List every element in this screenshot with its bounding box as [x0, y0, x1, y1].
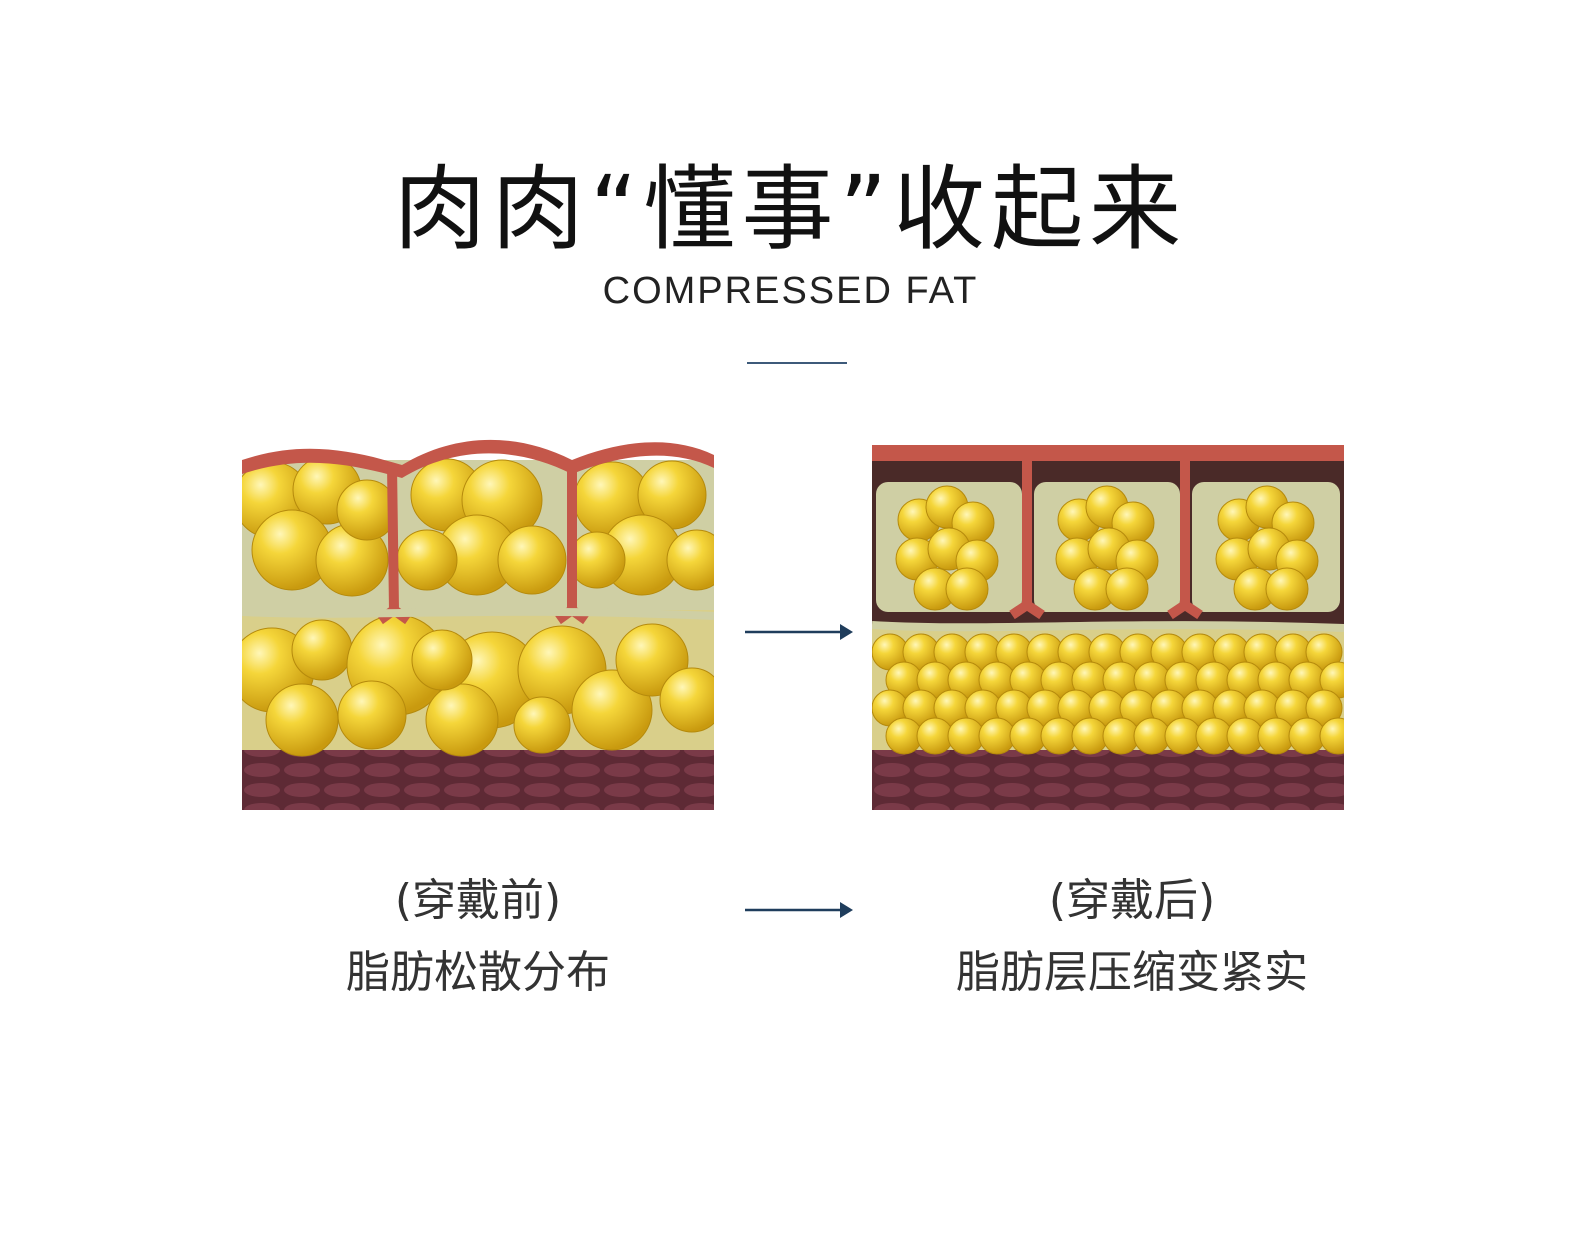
arrow-right-icon [745, 902, 853, 918]
title-divider [747, 362, 847, 364]
before-caption: (穿戴前) 脂肪松散分布 [218, 865, 738, 1009]
after-tag: (穿戴后) [1048, 875, 1216, 926]
arrow-right-icon [745, 624, 853, 640]
page-title: 肉肉“懂事”收起来 [393, 156, 1188, 263]
after-desc: 脂肪层压缩变紧实 [956, 947, 1308, 998]
page-subtitle: COMPRESSED FAT [602, 270, 979, 312]
before-desc: 脂肪松散分布 [346, 947, 610, 998]
before-tag: (穿戴前) [394, 875, 562, 926]
after-fat-illustration [872, 420, 1344, 810]
after-caption: (穿戴后) 脂肪层压缩变紧实 [872, 865, 1392, 1009]
before-fat-illustration [242, 420, 714, 810]
